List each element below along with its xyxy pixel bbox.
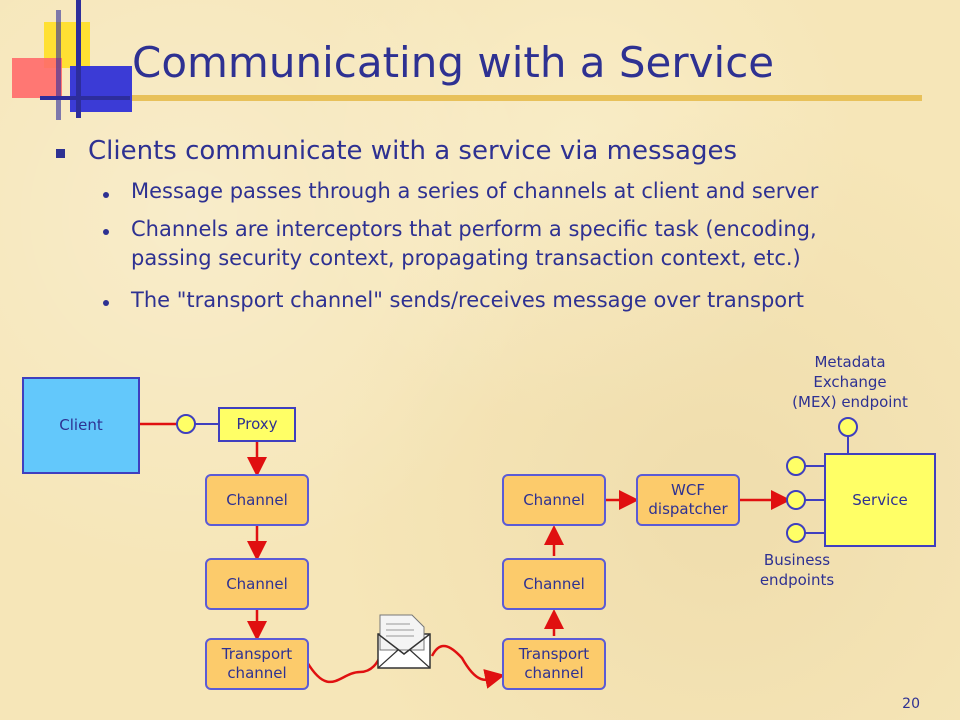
- business-endpoint-circle: [786, 523, 806, 543]
- main-bullet: Clients communicate with a service via m…: [88, 136, 738, 166]
- sub-bullet-2-line1: Channels are interceptors that perform a…: [131, 217, 817, 241]
- client-box: Client: [22, 377, 140, 474]
- envelope-icon: [377, 614, 431, 669]
- mex-endpoint-circle: [838, 417, 858, 437]
- server-transport-channel-box: Transport channel: [502, 638, 606, 690]
- service-label: Service: [852, 490, 908, 509]
- slide-logo: [12, 0, 132, 120]
- server-channel-box: Channel: [502, 474, 606, 526]
- client-channel-box: Channel: [205, 474, 309, 526]
- dispatcher-label-line1: WCF: [671, 481, 705, 499]
- sub-bullet-marker: [103, 192, 109, 198]
- business-endpoints-label: Business endpoints: [737, 550, 857, 590]
- sub-bullet-marker: [103, 229, 109, 235]
- mex-endpoint-label: Metadata Exchange (MEX) endpoint: [790, 352, 910, 412]
- mex-label-line3: (MEX) endpoint: [792, 393, 908, 411]
- mex-label-line1: Metadata: [814, 353, 886, 371]
- business-label-line1: Business: [763, 551, 831, 569]
- business-endpoint-circle: [786, 456, 806, 476]
- business-label-line2: endpoints: [759, 571, 835, 589]
- channel-label: Channel: [226, 490, 288, 509]
- wcf-dispatcher-box: WCF dispatcher: [636, 474, 740, 526]
- sub-bullet-marker: [103, 300, 109, 306]
- mex-label-line2: Exchange: [813, 373, 887, 391]
- page-number: 20: [902, 696, 920, 712]
- proxy-label: Proxy: [236, 415, 278, 433]
- channel-label: Channel: [523, 574, 585, 593]
- sub-bullet-2-line2: passing security context, propagating tr…: [131, 246, 801, 270]
- sub-bullet-3: The "transport channel" sends/receives m…: [131, 288, 804, 312]
- proxy-box: Proxy: [218, 407, 296, 442]
- title-underline: [132, 95, 922, 101]
- proxy-endpoint-circle: [176, 414, 196, 434]
- transport-wire: [430, 644, 505, 689]
- transport-label-line2: channel: [227, 664, 287, 682]
- client-label: Client: [59, 416, 103, 434]
- transport-wire: [305, 655, 382, 684]
- dispatcher-label-line2: dispatcher: [648, 500, 728, 518]
- sub-bullet-1: Message passes through a series of chann…: [131, 179, 819, 203]
- page-title: Communicating with a Service: [132, 38, 775, 87]
- channel-label: Channel: [226, 574, 288, 593]
- transport-label-line2: channel: [524, 664, 584, 682]
- transport-label-line1: Transport: [221, 645, 293, 663]
- service-box: Service: [824, 453, 936, 547]
- client-channel-box: Channel: [205, 558, 309, 610]
- transport-label-line1: Transport: [518, 645, 590, 663]
- server-channel-box: Channel: [502, 558, 606, 610]
- client-transport-channel-box: Transport channel: [205, 638, 309, 690]
- bullet-marker: [56, 149, 65, 158]
- business-endpoint-circle: [786, 490, 806, 510]
- channel-label: Channel: [523, 490, 585, 509]
